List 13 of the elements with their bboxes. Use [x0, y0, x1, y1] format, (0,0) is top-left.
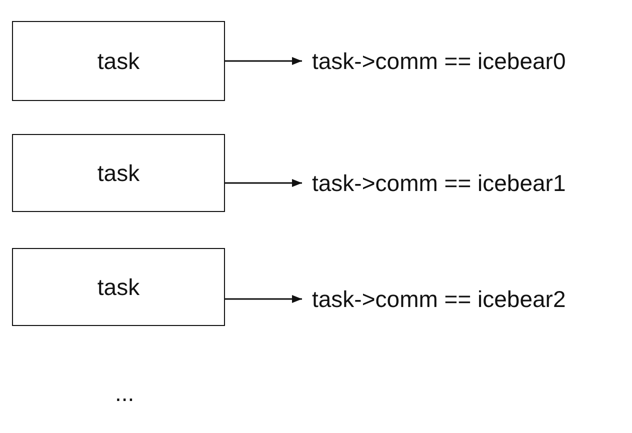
task-box: [12, 134, 225, 212]
condition-text: task->comm == icebear2: [312, 285, 566, 313]
box-label: task: [97, 274, 140, 300]
box-label: task: [97, 160, 140, 186]
arrow: [225, 179, 302, 187]
task-box: [12, 248, 225, 326]
ellipsis-text: ...: [115, 383, 134, 403]
task-box: [12, 21, 225, 101]
arrow: [225, 57, 302, 65]
box-label: task: [97, 48, 140, 74]
arrow: [225, 295, 302, 303]
condition-text: task->comm == icebear0: [312, 47, 566, 75]
condition-text: task->comm == icebear1: [312, 169, 566, 197]
